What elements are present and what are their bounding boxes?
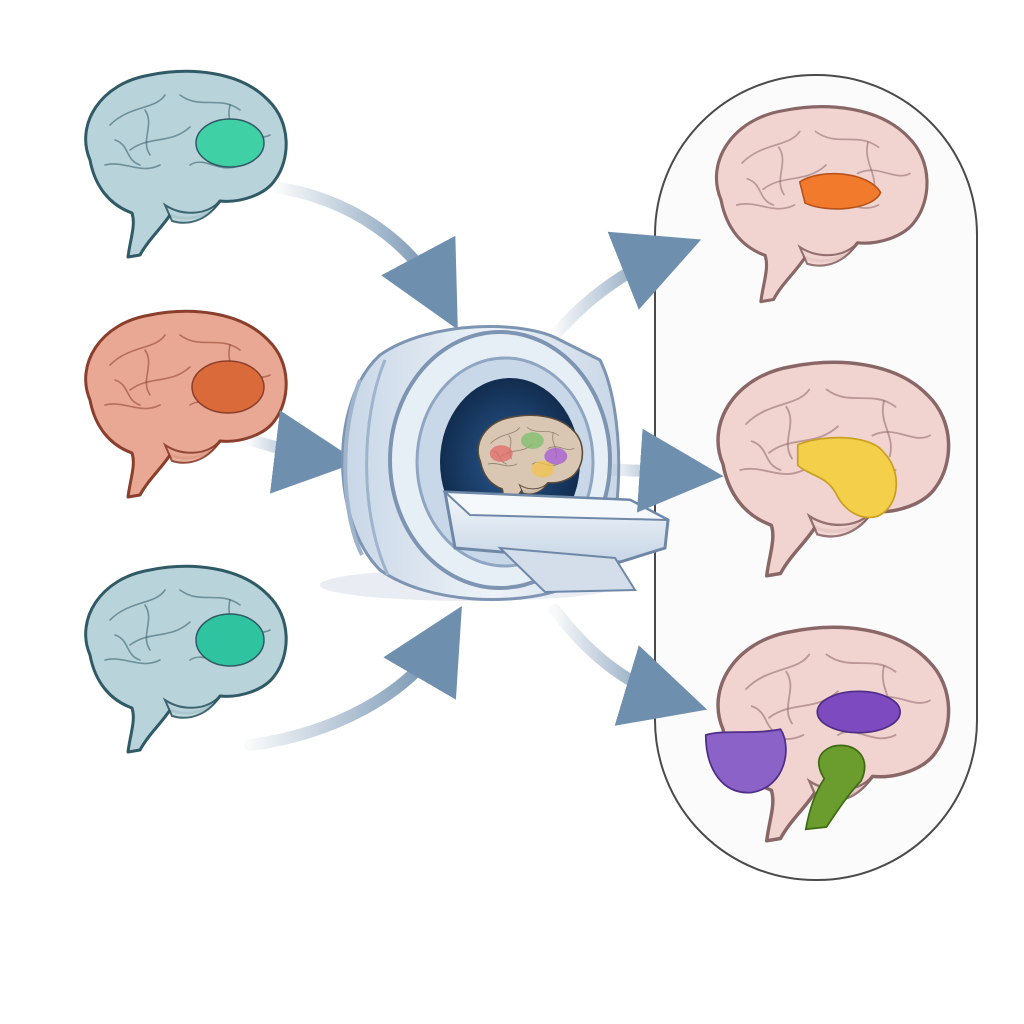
output-brain-1-gyrus-5 — [735, 203, 796, 210]
scanner-stripe-1 — [343, 379, 364, 556]
scanner-brain-region-3 — [544, 447, 568, 465]
scanner-brain-shape-gyrus-3 — [526, 427, 559, 436]
output-brain-3-gyrus-3 — [825, 653, 897, 673]
input-brain-3 — [84, 564, 288, 754]
output-brain-2-gyrus-5 — [739, 467, 805, 475]
input-brain-2-gyrus-5 — [104, 403, 161, 410]
output-arrows — [549, 231, 724, 726]
output-brain-2-gyrus-7 — [785, 405, 793, 460]
output-brain-2-gyrus-1 — [745, 388, 811, 425]
input-arrows — [244, 182, 462, 751]
scanner-brain-region-4 — [531, 460, 555, 478]
input-brain-2-gyrus-3 — [179, 334, 241, 351]
output-brain-1-gyrus-7 — [777, 146, 785, 196]
scanner-stripe-2 — [365, 359, 390, 576]
input-brain-1-outline — [84, 69, 288, 259]
output-brain-1-cerebellum — [797, 242, 859, 267]
input-brain-1-gyrus-1 — [109, 94, 166, 126]
output-brain-1-gyrus-2 — [762, 164, 827, 191]
input-brain-3-highlight-region — [195, 613, 265, 667]
output-brain-3-region-green-brainstem — [804, 744, 866, 831]
input-brains — [84, 69, 288, 754]
arrow-input-1 — [274, 182, 458, 330]
input-brain-1-gyrus-9 — [114, 139, 141, 166]
output-brain-2-gyrus-9 — [750, 440, 782, 471]
output-brain-2 — [716, 360, 951, 578]
output-brain-2-highlight-region — [796, 436, 898, 519]
input-brain-2-gyrus-2 — [129, 366, 191, 391]
output-brain-1-gyrus-9 — [746, 177, 775, 206]
output-brain-1-gyrus-3 — [814, 130, 880, 149]
input-brain-1-gyrus-2 — [129, 126, 191, 151]
output-brain-3-region-purple-temporal — [704, 728, 787, 794]
input-brain-1-gyrus-3 — [179, 94, 241, 111]
output-brain-1 — [715, 105, 929, 304]
output-brain-3-gyrus-6 — [837, 730, 897, 740]
input-brain-2-highlight-region — [191, 360, 265, 414]
input-brain-1-gyrus-7 — [144, 109, 151, 156]
output-brains — [704, 105, 951, 843]
input-brain-3-outline — [84, 564, 288, 754]
output-brain-3-gyrus-7 — [785, 670, 793, 725]
input-brain-3-gyrus-2 — [129, 621, 191, 646]
scanner-brain-shape-gyrus-4 — [547, 446, 575, 450]
output-brain-2-gyrus-8 — [881, 400, 892, 458]
input-brain-3-gyrus-5 — [104, 658, 161, 665]
input-brain-2-cerebellum — [162, 440, 221, 464]
arrow-output-1 — [549, 231, 702, 341]
output-brain-3-gyrus-1 — [745, 653, 811, 690]
arrow-input-3 — [244, 605, 462, 751]
output-brain-2-gyrus-4 — [871, 431, 931, 439]
mri-scanner — [320, 325, 670, 601]
output-brain-1-gyrus-4 — [856, 169, 911, 177]
input-brain-1-highlight-region — [195, 118, 265, 168]
output-brain-2-gyrus-3 — [825, 388, 897, 408]
input-brain-1-cerebellum — [162, 200, 221, 224]
input-brain-1 — [84, 69, 288, 259]
output-brain-1-highlight-region — [798, 172, 882, 210]
input-brain-1-gyrus-5 — [104, 163, 161, 170]
scanner-brain-shape-gyrus-5 — [487, 463, 518, 467]
output-brain-3-outline — [716, 625, 951, 843]
input-brain-2-gyrus-7 — [144, 349, 151, 396]
output-brain-3-region-purple-top — [816, 690, 901, 734]
scanner-brain-shape-gyrus-1 — [490, 427, 520, 444]
arrow-output-2 — [606, 428, 724, 513]
input-brain-2-gyrus-9 — [114, 379, 141, 406]
scanner-brain-shape-cerebellum — [518, 482, 549, 495]
input-brain-3-gyrus-1 — [109, 589, 166, 621]
input-brain-2 — [84, 309, 288, 499]
scanner-brain-region-1 — [489, 445, 513, 462]
output-brain-2-gyrus-2 — [768, 425, 839, 454]
arrow-input-2 — [244, 410, 359, 494]
input-brain-3-gyrus-3 — [179, 589, 241, 606]
input-brain-3-gyrus-9 — [114, 634, 141, 661]
input-brain-2-gyrus-1 — [109, 334, 166, 366]
arrow-output-3 — [549, 604, 708, 726]
scanner-table-base — [497, 546, 637, 594]
scanner-brain-region-2 — [520, 432, 544, 449]
output-brain-1-gyrus-1 — [741, 130, 801, 164]
output-brain-3 — [704, 625, 951, 843]
input-brain-3-cerebellum — [162, 695, 221, 719]
input-brain-3-gyrus-7 — [144, 604, 151, 651]
scanner-table-top — [442, 490, 669, 521]
